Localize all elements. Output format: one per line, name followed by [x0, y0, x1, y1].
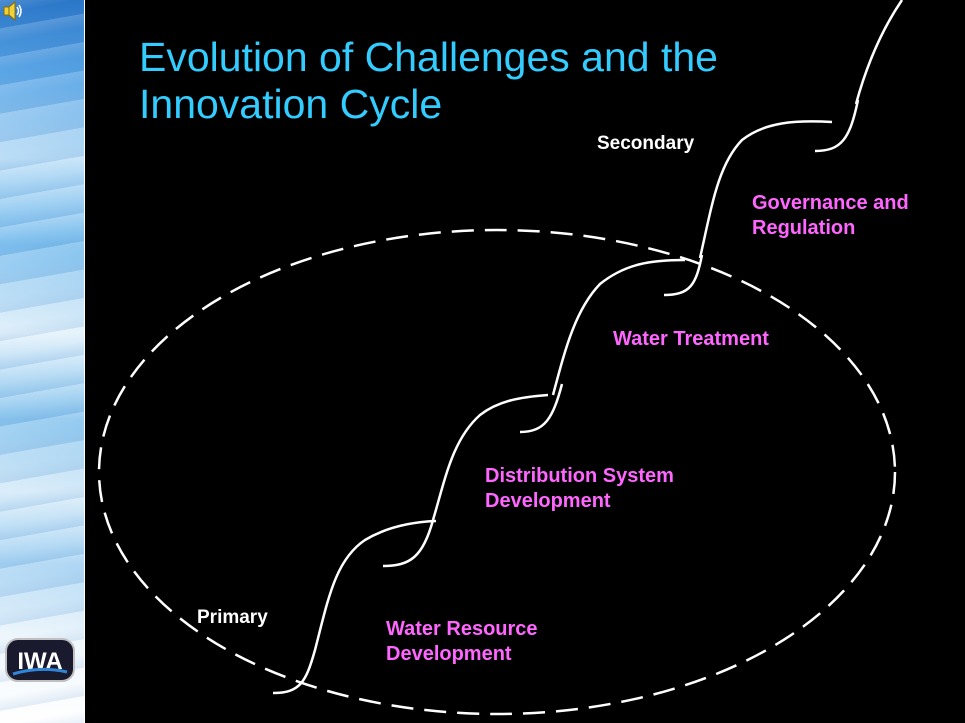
s-curve-4-return — [814, 99, 860, 153]
s-curve-3 — [551, 258, 686, 396]
label-distribution-system: Distribution System Development — [485, 465, 674, 512]
slide-title: Evolution of Challenges and the Innovati… — [139, 34, 718, 127]
s-curve-2-return — [519, 383, 564, 434]
s-curve-5 — [854, 0, 904, 105]
label-water-treatment: Water Treatment — [613, 328, 769, 350]
label-secondary: Secondary — [597, 133, 695, 154]
dashed-ellipse — [97, 228, 897, 716]
iwa-logo: IWA — [5, 638, 75, 682]
label-water-resource: Water Resource Development — [386, 618, 538, 665]
sidebar-water-decoration — [0, 0, 85, 723]
s-curve-2 — [431, 393, 549, 521]
s-curve-4 — [698, 120, 833, 259]
s-curve-3-return — [663, 254, 704, 297]
speaker-icon[interactable] — [2, 0, 24, 22]
label-governance-regulation: Governance and Regulation — [752, 192, 909, 239]
s-curve-1 — [272, 519, 437, 695]
s-curve-1-return — [382, 519, 435, 568]
label-primary: Primary — [197, 607, 268, 628]
